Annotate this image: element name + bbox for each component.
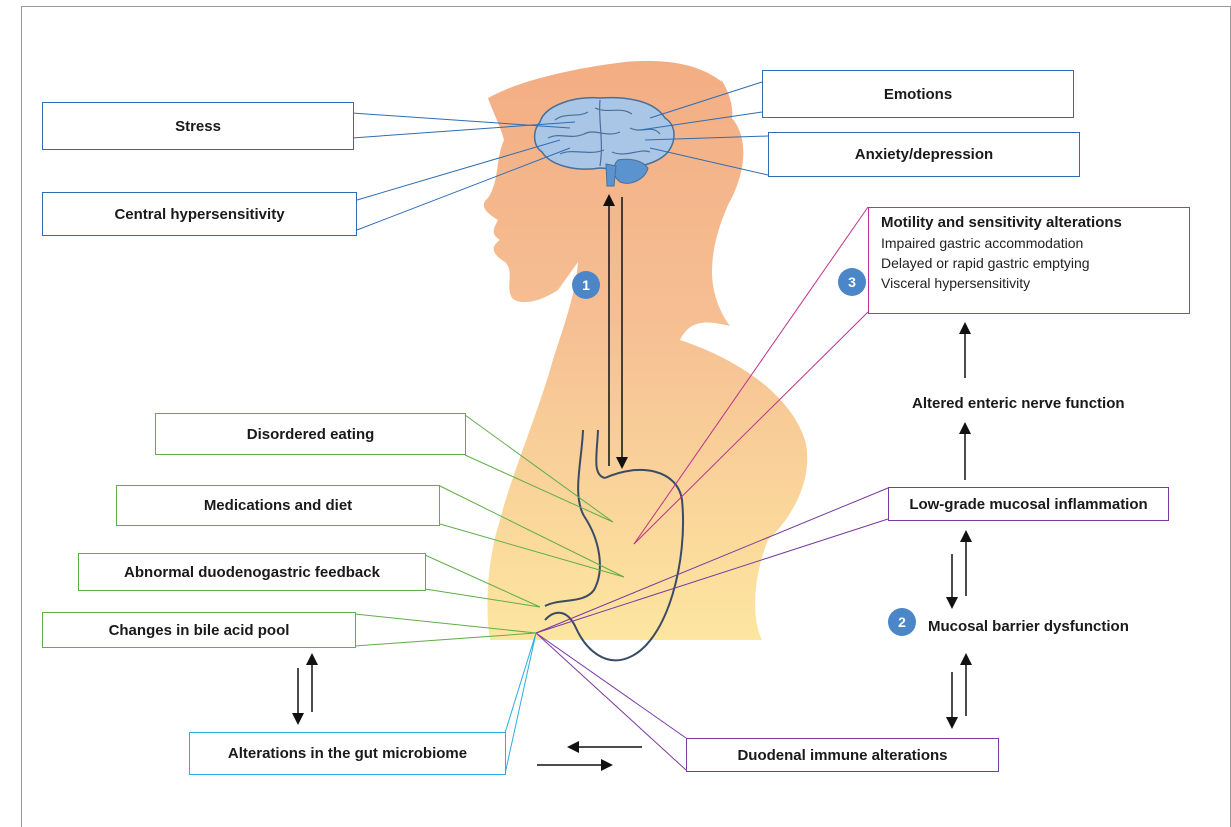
central-hypersensitivity-label: Central hypersensitivity — [114, 206, 284, 223]
altered-enteric-label: Altered enteric nerve function — [912, 395, 1125, 412]
low-grade-inflammation-label: Low-grade mucosal inflammation — [909, 496, 1147, 513]
motility-item: Delayed or rapid gastric emptying — [881, 253, 1090, 273]
central-hypersensitivity-box: Central hypersensitivity — [42, 192, 357, 236]
disordered-eating-box: Disordered eating — [155, 413, 466, 455]
abnormal-feedback-box: Abnormal duodenogastric feedback — [78, 553, 426, 591]
anxiety-depression-box: Anxiety/depression — [768, 132, 1080, 177]
gut-microbiome-label: Alterations in the gut microbiome — [228, 745, 467, 762]
bile-acid-label: Changes in bile acid pool — [109, 622, 290, 639]
stress-label: Stress — [175, 118, 221, 135]
duodenal-immune-box: Duodenal immune alterations — [686, 738, 999, 772]
motility-sensitivity-box: Motility and sensitivity alterations Imp… — [868, 207, 1190, 314]
stress-box: Stress — [42, 102, 354, 150]
disordered-eating-label: Disordered eating — [247, 426, 375, 443]
motility-item: Impaired gastric accommodation — [881, 233, 1083, 253]
gut-microbiome-box: Alterations in the gut microbiome — [189, 732, 506, 775]
bile-acid-box: Changes in bile acid pool — [42, 612, 356, 648]
motility-item: Visceral hypersensitivity — [881, 273, 1030, 293]
cyan-connectors — [505, 633, 536, 774]
motility-title: Motility and sensitivity alterations — [881, 213, 1122, 233]
medications-diet-label: Medications and diet — [204, 497, 352, 514]
emotions-box: Emotions — [762, 70, 1074, 118]
mucosal-barrier-label: Mucosal barrier dysfunction — [928, 618, 1129, 635]
anxiety-depression-label: Anxiety/depression — [855, 146, 993, 163]
badge-3: 3 — [838, 268, 866, 296]
badge-1: 1 — [572, 271, 600, 299]
medications-diet-box: Medications and diet — [116, 485, 440, 526]
low-grade-inflammation-box: Low-grade mucosal inflammation — [888, 487, 1169, 521]
emotions-label: Emotions — [884, 86, 952, 103]
duodenal-immune-label: Duodenal immune alterations — [737, 747, 947, 764]
badge-2: 2 — [888, 608, 916, 636]
abnormal-feedback-label: Abnormal duodenogastric feedback — [124, 564, 380, 581]
